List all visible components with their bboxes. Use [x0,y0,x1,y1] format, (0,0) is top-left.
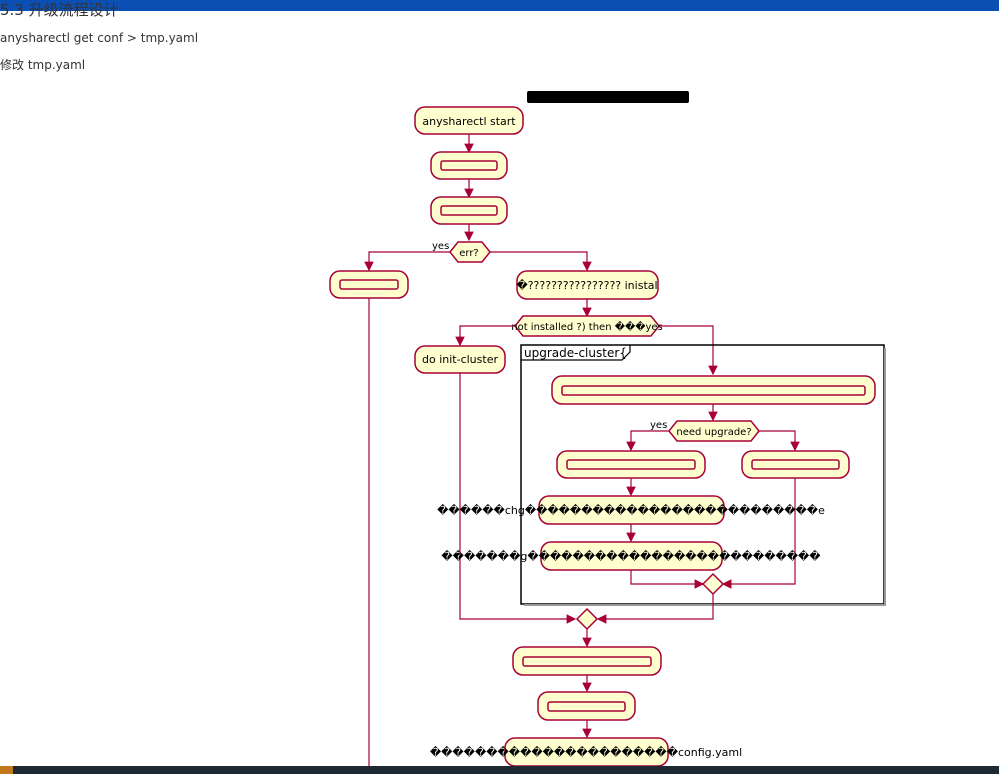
svg-text:not installed ?) then ���yes: not installed ?) then ���yes [511,320,663,333]
taskbar-accent [0,766,13,774]
svg-text:anysharectl start: anysharectl start [422,115,516,128]
decision-need-upgrade: need upgrade? [668,420,760,442]
node-after-merge-1 [512,646,662,676]
node-upgrade-left [556,450,706,479]
command-text: anysharectl get conf > tmp.yaml [0,31,199,45]
node-init-cluster: do init-cluster [414,345,506,374]
decision-err: err? [449,241,491,263]
diagram-title [527,91,689,103]
svg-text:�������g����������������������: �������g�������������������������� [441,550,821,563]
svg-text:need upgrade?: need upgrade? [676,427,751,438]
node-garbled-2 [430,196,508,225]
svg-text:����������������������config.y: ����������������������config.yaml [430,746,742,759]
node-after-merge-2 [537,691,636,721]
svg-text:������chg���������������������: ������chg��������������������������e [437,504,825,517]
node-install-check: �???????????????? inistal [516,270,659,300]
node-garbled-1 [430,151,508,180]
section-heading: 5.3 升级流程设计 [0,1,119,18]
bottom-taskbar [0,766,999,774]
top-header-bar [0,0,999,11]
node-upgrade-step3: �������g�������������������������� [441,541,821,571]
svg-text:�???????????????? inistal: �???????????????? inistal [516,279,657,292]
node-upgrade-right [741,450,850,479]
node-err-left [329,270,409,299]
node-upgrade-step2: ������chg��������������������������e [437,495,825,525]
label-yes: yes [432,241,449,252]
partition-upgrade-cluster: upgrade-cluster{ [520,344,886,606]
merge-outer [575,607,599,631]
node-write-config: ����������������������config.yaml [430,737,742,767]
merge-inner [701,572,725,596]
label-yes-upgrade: yes [650,420,667,431]
svg-text:upgrade-cluster{: upgrade-cluster{ [524,346,627,360]
decision-not-installed: not installed ?) then ���yes [511,315,663,337]
svg-text:err?: err? [459,248,479,259]
modify-text: 修改 tmp.yaml [0,58,86,72]
svg-text:do init-cluster: do init-cluster [422,353,498,366]
node-anysharectl-start: anysharectl start [414,106,524,135]
node-upgrade-top [551,375,876,405]
